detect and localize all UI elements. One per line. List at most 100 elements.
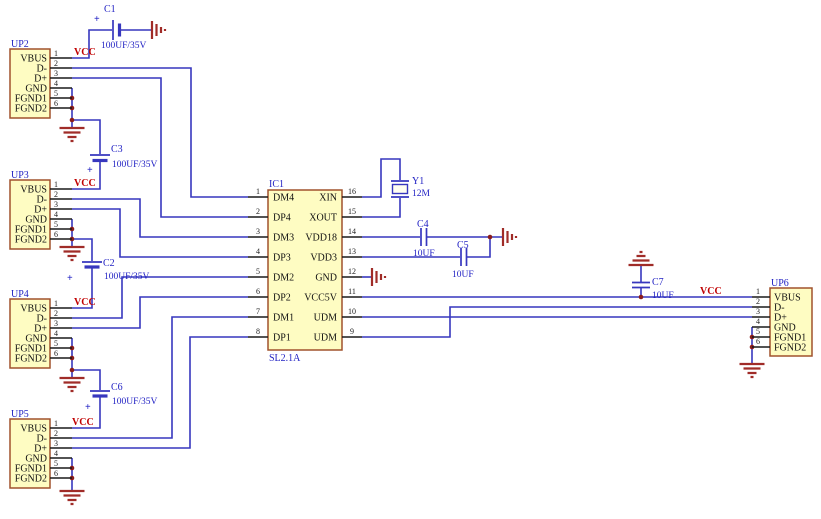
net-label-vcc: VCC [72,417,94,428]
pin-number: 10 [348,307,356,316]
pin-name: DP4 [273,213,291,224]
pin-number: 9 [350,327,354,336]
crystal-plate [391,180,409,198]
pin-name: FGND1 [774,333,806,344]
pin-number: 2 [54,429,58,438]
net-label-vcc: VCC [74,178,96,189]
earth-ground-icon [59,489,85,506]
ic-body [267,189,343,351]
pin-number: 16 [348,187,356,196]
side-ground-icon [370,268,387,286]
pin-name: VBUS [20,185,47,196]
pin-number: 3 [54,319,58,328]
earth-ground-icon [59,245,85,262]
pin-number: 5 [756,327,760,336]
wire-up4-dp [72,296,248,329]
capacitor-c7: C7 10UF [632,277,674,301]
wire-up2-dm [72,67,248,198]
capacitor-ref: C3 [111,144,123,155]
wire-up5-dm [72,316,248,439]
pin-name: XIN [319,193,337,204]
pin-name: D+ [34,205,47,216]
pin-number: 4 [756,317,760,326]
capacitor-c4: C4 10UF [413,219,435,259]
pin-number: 1 [54,299,58,308]
pin-name: VBUS [20,424,47,435]
pin-name: D- [774,303,785,314]
capacitor-c6: + C6 100UF/35V [85,382,158,413]
connector-body [9,298,51,369]
pin-number: 5 [54,459,58,468]
pin-number: 7 [256,307,260,316]
pin-name: XOUT [309,213,337,224]
pin-name: VBUS [20,54,47,65]
junction-dot [638,294,644,300]
capacitor-c5: C5 10UF [452,240,474,280]
pin-number: 1 [54,419,58,428]
connector-ref: UP2 [11,39,29,50]
connector-ref: UP6 [771,278,789,289]
capacitor-ref: C2 [103,258,115,269]
pin-name: DM2 [273,273,294,284]
capacitor-value: 100UF/35V [112,160,158,170]
capacitor-ref: C6 [111,382,123,393]
pin-name: D- [36,314,47,325]
pin-name: DM3 [273,233,294,244]
pin-number: 1 [756,287,760,296]
pin-number: 8 [256,327,260,336]
pin-name: FGND1 [15,94,47,105]
pin-number: 6 [54,469,58,478]
pin-name: DP2 [273,293,291,304]
capacitor-plate [420,228,428,246]
junction-dots [69,95,755,481]
pin-number: 4 [54,329,58,338]
pin-number: 11 [348,287,356,296]
pin-stubs-left [248,196,268,338]
capacitor-c3: + C3 100UF/35V [87,144,158,176]
crystal-ref: Y1 [412,176,424,187]
pin-number: 6 [54,349,58,358]
pin-number: 5 [54,220,58,229]
connector-up5: UP5 VCC 1 2 3 4 5 6 VBUS D- D+ GND FGND1… [9,409,94,489]
pin-name: FGND2 [15,235,47,246]
pin-name: D+ [34,74,47,85]
pin-name: FGND2 [15,354,47,365]
pin-name: GND [25,215,47,226]
capacitor-c2: + C2 100UF/35V [67,258,150,284]
polarity-mark: + [85,402,91,413]
wire-xin-crystal [362,158,401,198]
pin-number: 4 [54,79,58,88]
junction-dot [69,117,75,123]
pin-name: FGND1 [15,464,47,475]
capacitor-value: 100UF/35V [104,272,150,282]
polarity-mark: + [94,14,100,25]
pin-number: 2 [54,309,58,318]
pin-name: UDM [314,333,337,344]
ground-symbols [59,21,765,506]
connector-up6: UP6 VCC 1 2 3 4 5 6 VBUS D- D+ GND FGND1… [700,278,813,357]
earth-ground-icon [59,376,85,393]
pin-number: 3 [54,439,58,448]
pin-name: FGND2 [774,343,806,354]
pin-number: 1 [256,187,260,196]
earth-ground-icon [739,362,765,379]
capacitor-value: 100UF/35V [101,41,147,51]
pin-number: 4 [54,210,58,219]
pin-name: VDD3 [310,253,337,264]
connector-up3: UP3 VCC 1 2 3 4 5 6 VBUS D- D+ GND FGND1… [9,170,96,250]
earth-ground-icon [59,126,85,143]
wire-up4-dm [72,276,248,319]
wire-vdd3-c5 [362,237,491,258]
pin-number: 3 [54,200,58,209]
pin-stubs [50,427,72,479]
net-label-vcc: VCC [74,47,96,58]
wire-up5-dp [72,336,248,449]
capacitor-ref: C4 [417,219,429,230]
polarity-mark: + [67,273,73,284]
capacitor-ref: C7 [652,277,664,288]
wires [71,29,753,490]
pin-number: 6 [54,230,58,239]
pin-stubs [50,307,72,359]
pin-number: 6 [256,287,260,296]
